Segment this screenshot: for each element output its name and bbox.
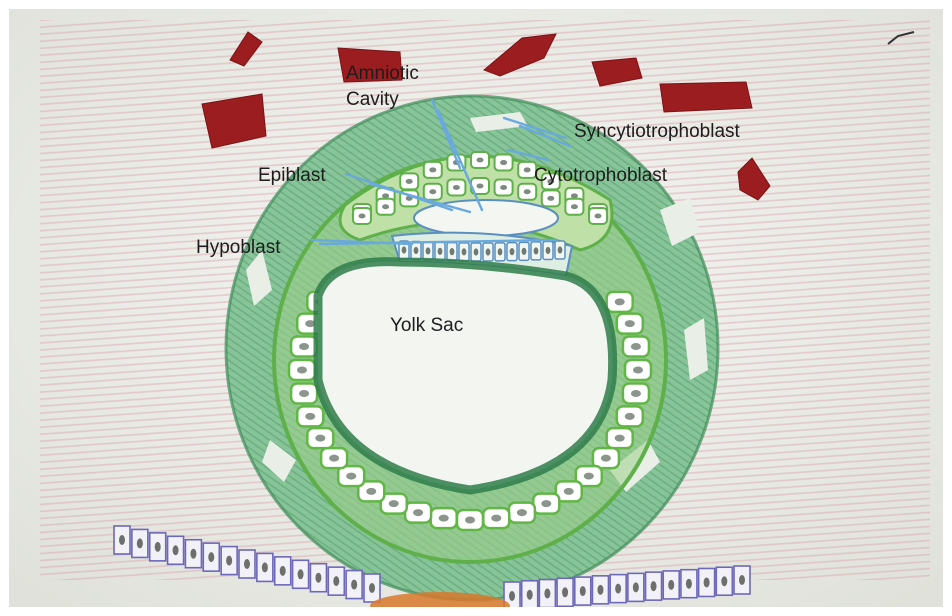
cell <box>539 580 555 608</box>
cell <box>221 547 237 575</box>
cell <box>310 564 326 592</box>
cell <box>297 406 323 426</box>
cell <box>607 428 633 448</box>
cell <box>353 208 371 224</box>
cell <box>628 573 644 601</box>
label-cytotrophoblast: Cytotrophoblast <box>534 164 667 187</box>
cell <box>565 199 583 215</box>
cell <box>522 581 538 609</box>
cell <box>699 568 715 596</box>
cell <box>291 383 317 403</box>
cell <box>400 173 418 189</box>
cell <box>542 190 560 206</box>
cell <box>168 536 184 564</box>
cell <box>377 199 395 215</box>
cell <box>607 292 633 312</box>
cell <box>457 510 483 530</box>
label-yolk-sac: Yolk Sac <box>390 314 463 337</box>
cell <box>307 428 333 448</box>
cell <box>519 242 529 260</box>
cell <box>575 577 591 605</box>
cell <box>114 526 130 554</box>
cell <box>681 570 697 598</box>
cell <box>471 152 489 168</box>
cell <box>507 243 517 261</box>
cell <box>646 572 662 600</box>
cell <box>257 553 273 581</box>
cell <box>435 242 445 260</box>
cell <box>321 448 347 468</box>
cell <box>495 243 505 261</box>
cell <box>447 179 465 195</box>
cell <box>483 243 493 261</box>
label-syncytiotrophoblast: Syncytiotrophoblast <box>574 120 740 143</box>
blood-vessel <box>660 82 752 112</box>
cell <box>592 576 608 604</box>
cell <box>431 508 457 528</box>
label-amniotic-line2: Cavity <box>346 88 399 111</box>
cell <box>132 529 148 557</box>
cell <box>239 550 255 578</box>
cell <box>734 566 750 594</box>
cell <box>610 575 626 603</box>
cell <box>293 560 309 588</box>
cell <box>495 179 513 195</box>
cell <box>533 494 559 514</box>
cell <box>555 241 565 259</box>
label-epiblast: Epiblast <box>258 164 326 187</box>
cell <box>203 543 219 571</box>
cell <box>424 162 442 178</box>
cell <box>543 241 553 259</box>
cell <box>557 578 573 606</box>
cell <box>459 243 469 261</box>
cell <box>346 571 362 599</box>
cell <box>495 155 513 171</box>
label-hypoblast: Hypoblast <box>196 236 281 259</box>
cell <box>275 557 291 585</box>
cell <box>328 567 344 595</box>
cell <box>185 540 201 568</box>
cell <box>364 574 380 602</box>
cell <box>291 337 317 357</box>
cell <box>623 337 649 357</box>
cell <box>289 360 315 380</box>
cell <box>471 243 481 261</box>
label-amniotic-line1: Amniotic <box>346 62 419 85</box>
cell <box>663 571 679 599</box>
cell <box>617 314 643 334</box>
cell <box>531 242 541 260</box>
cell <box>447 243 457 261</box>
cell <box>716 567 732 595</box>
cell <box>617 406 643 426</box>
cell <box>405 503 431 523</box>
cell <box>625 360 651 380</box>
cell <box>150 533 166 561</box>
cell <box>509 503 535 523</box>
cell <box>424 184 442 200</box>
cell <box>589 208 607 224</box>
cell <box>483 508 509 528</box>
cell <box>623 383 649 403</box>
cell <box>423 242 433 260</box>
